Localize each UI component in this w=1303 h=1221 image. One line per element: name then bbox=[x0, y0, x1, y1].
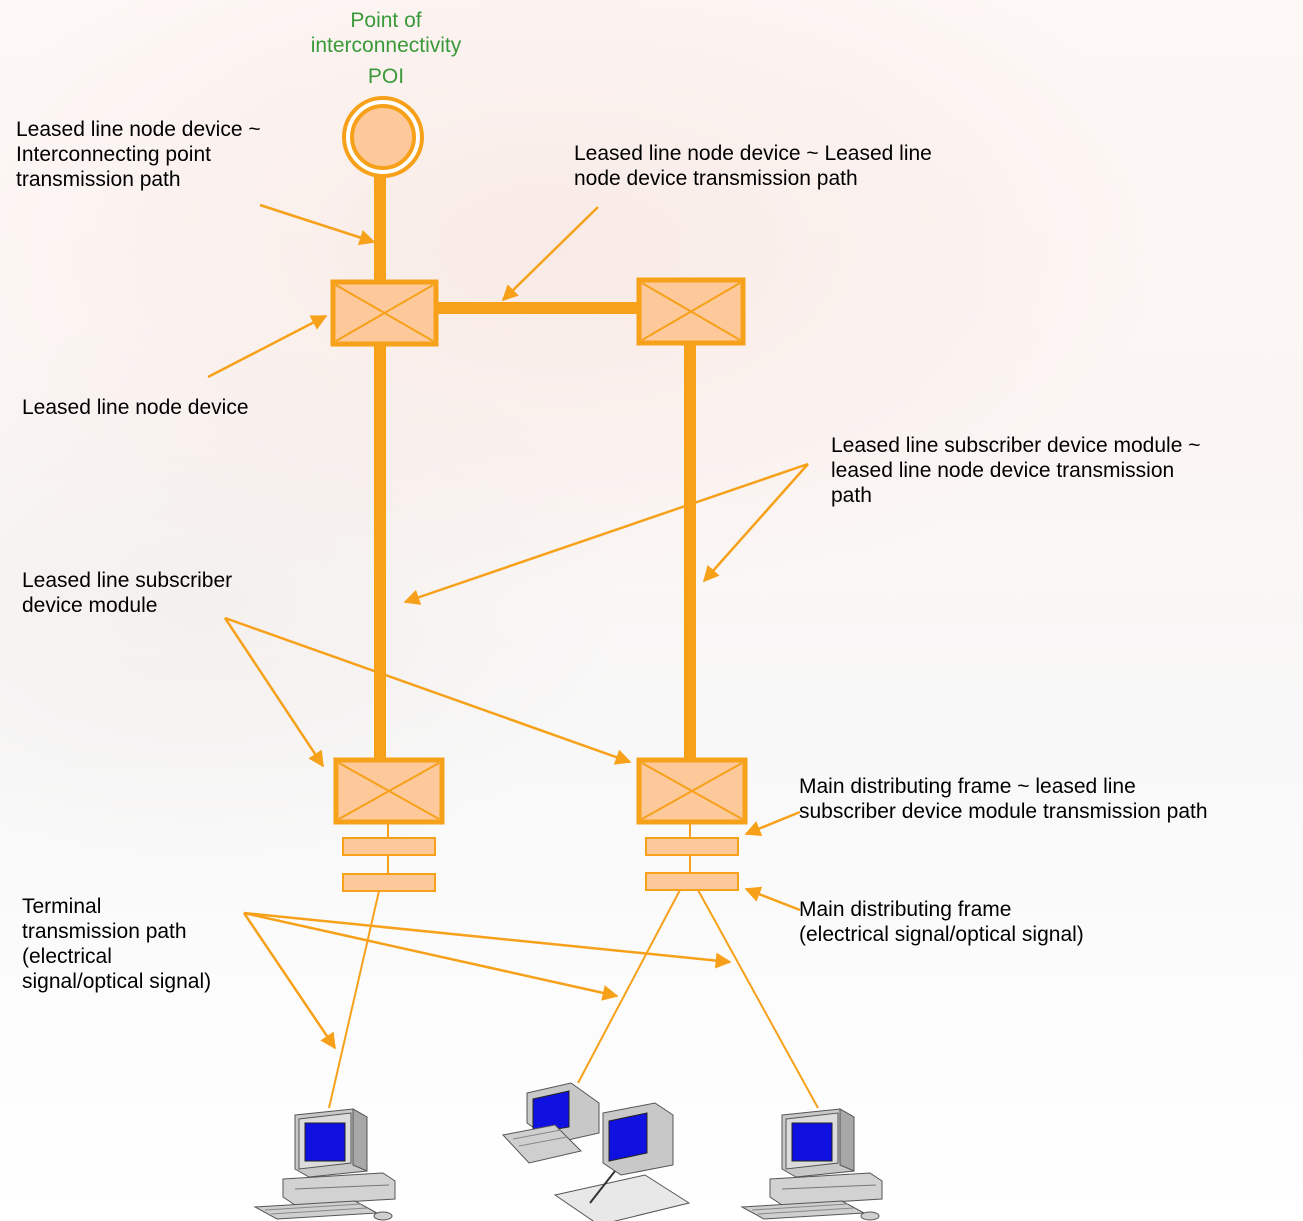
right-subscriber-module-icon bbox=[636, 757, 748, 825]
arrow-node-device bbox=[207, 314, 328, 379]
arrow-subscriber-module-left bbox=[223, 617, 325, 768]
label-terminal-path: Terminal transmission path (electrical s… bbox=[22, 895, 212, 993]
arrow-node-node-path bbox=[501, 206, 599, 302]
label-subscriber-node-path: Leased line subscriber device module ~ l… bbox=[831, 434, 1201, 507]
arrow-terminal-right bbox=[243, 911, 732, 969]
arrow-mdf bbox=[744, 886, 801, 912]
arrow-node-poi-path bbox=[259, 203, 376, 246]
workstation-computer-icon bbox=[502, 1082, 691, 1221]
arrow-terminal-left bbox=[242, 912, 337, 1050]
desktop-computer-icon bbox=[253, 1108, 396, 1221]
poi-title: Point of interconnectivity bbox=[310, 9, 462, 57]
label-node-node-path: Leased line node device ~ Leased line no… bbox=[574, 142, 932, 190]
arrow-terminal-middle bbox=[243, 911, 619, 1001]
poi-circle-icon bbox=[342, 96, 424, 178]
transmission-paths bbox=[374, 165, 696, 760]
label-node-device: Leased line node device bbox=[22, 396, 249, 419]
arrow-subscriber-node-path-left bbox=[403, 462, 809, 605]
label-subscriber-module: Leased line subscriber device module bbox=[22, 569, 233, 617]
terminal-line-middle bbox=[577, 889, 681, 1084]
right-mdf-icon bbox=[645, 822, 739, 891]
terminal-line-left bbox=[328, 890, 380, 1109]
left-mdf-icon bbox=[342, 822, 436, 892]
arrow-mdf-subscriber-path bbox=[744, 810, 801, 836]
terminal-lines bbox=[328, 889, 819, 1109]
arrow-subscriber-node-path-right bbox=[702, 463, 809, 583]
terminal-line-right bbox=[697, 889, 819, 1109]
left-subscriber-module-icon bbox=[333, 757, 445, 825]
label-mdf-subscriber-path: Main distributing frame ~ leased line su… bbox=[799, 775, 1208, 823]
poi-abbreviation: POI bbox=[367, 65, 405, 88]
left-node-device-icon bbox=[330, 279, 439, 347]
desktop-computer-icon-right bbox=[740, 1108, 883, 1221]
arrow-subscriber-module-right bbox=[224, 616, 632, 765]
right-node-device-icon bbox=[636, 277, 746, 346]
label-mdf: Main distributing frame (electrical sign… bbox=[799, 898, 1084, 946]
label-node-poi-path: Leased line node device ~ Interconnectin… bbox=[16, 118, 261, 191]
annotation-arrows bbox=[207, 203, 809, 1050]
